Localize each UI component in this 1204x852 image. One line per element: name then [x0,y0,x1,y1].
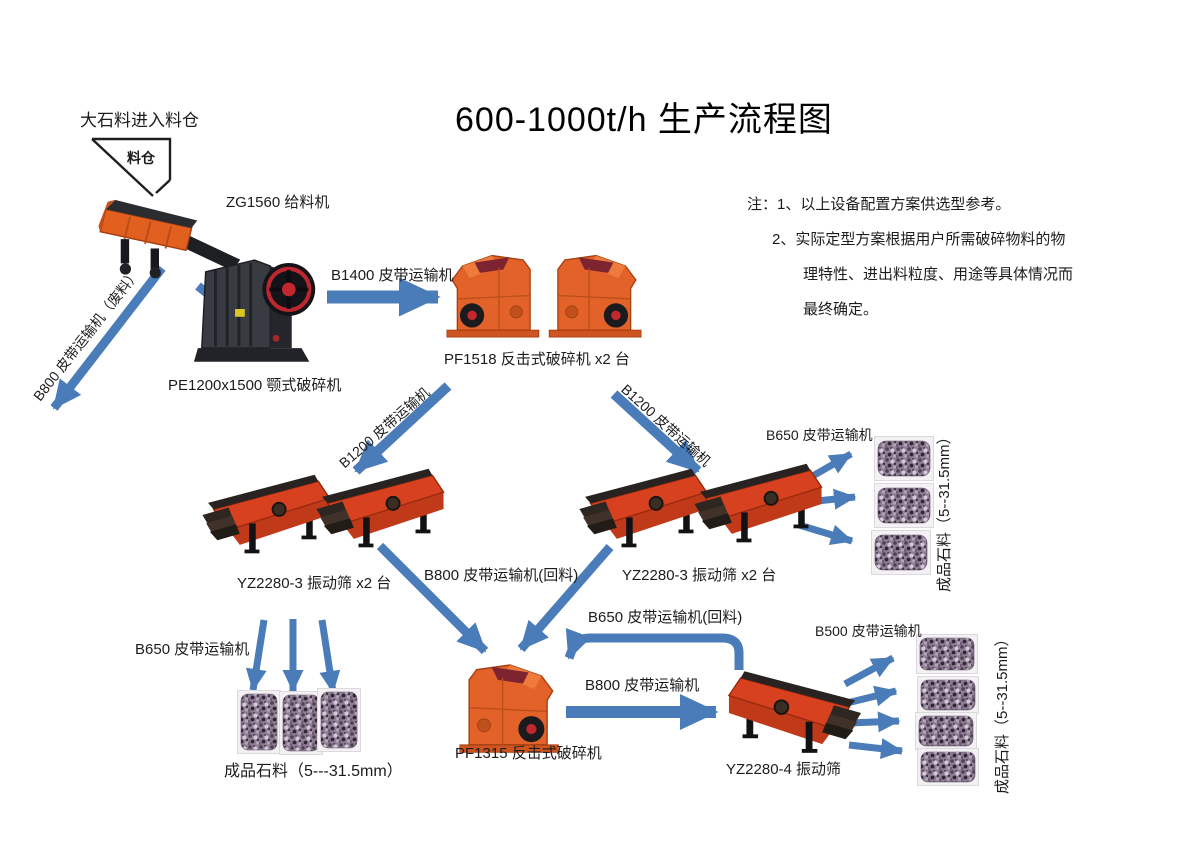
arrow-b500-3 [848,711,901,733]
screen-yz2280-4-illustration [727,668,863,758]
stone-pile-top-right-1 [874,436,934,481]
arrow-b800-return-left [376,542,489,655]
screen-yz2280-4-label: YZ2280-4 振动筛 [726,761,842,778]
screens-left-label: YZ2280-3 振动筛 x2 台 [237,575,392,592]
note-line-3: 理特性、进出料粒度、用途等具体情况而 [803,266,1074,283]
arrow-b500-1 [843,654,895,688]
note-line-2: 2、实际定型方案根据用户所需破碎物料的物 [772,231,1066,248]
intake-label: 大石料进入料仓 [80,111,199,130]
stone-pile-bottom-left-2 [279,691,323,755]
note-line-1: 注：1、以上设备配置方案供选型参考。 [747,196,1011,213]
conveyor-b800-to-screen-label: B800 皮带运输机 [585,677,700,694]
impact-crusher-pf1315-illustration [452,652,568,756]
stone-pile-bottom-right-3 [915,712,977,750]
jaw-crusher-illustration [192,246,324,370]
impact-crusher-pf1315-label: PF1315 反击式破碎机 [455,745,602,762]
stone-pile-top-right-3 [871,530,931,575]
jaw-crusher-label: PE1200x1500 颚式破碎机 [168,377,342,394]
hopper-outline [91,137,172,197]
impact-crusher-pf1518-right-illustration [544,240,648,344]
product-bottom-right-label: 成品石料（5--31.5mm） [994,631,1011,794]
conveyor-b650-right-label: B650 皮带运输机 [766,427,873,443]
arrow-b1200-left [352,382,452,475]
stone-pile-bottom-left-3 [317,688,361,752]
conveyor-b1400-label: B1400 皮带运输机 [331,267,454,284]
screen-left-1-illustration [200,472,332,558]
stone-pile-bottom-right-4 [917,748,979,786]
arrow-b650-left-1 [245,619,268,692]
impact-crusher-pf1518-label: PF1518 反击式破碎机 x2 台 [444,351,630,368]
arrow-b800-return-right [517,544,614,652]
impact-crusher-pf1518-left-illustration [440,240,544,344]
arrow-b650-return-elbow [564,627,744,670]
hopper-bin-label: 料仓 [127,150,155,166]
arrow-b800-waste [50,265,166,411]
product-top-right-label: 成品石料（5--31.5mm） [936,429,953,592]
screen-right-2-illustration [692,461,824,547]
screen-left-2-illustration [314,466,446,552]
stone-pile-bottom-right-2 [917,676,979,714]
arrow-b1200-right [610,390,702,475]
conveyor-b500-label: B500 皮带运输机 [815,623,922,639]
conveyor-b800-return-label: B800 皮带运输机(回料) [424,567,579,584]
note-line-4: 最终确定。 [803,301,879,318]
screen-right-1-illustration [577,466,709,552]
stone-pile-bottom-right-1 [916,634,978,674]
conveyor-b650-left-label: B650 皮带运输机 [135,641,250,658]
product-left-label: 成品石料（5---31.5mm） [224,763,403,780]
stone-pile-bottom-left-1 [237,690,281,754]
feeder-label: ZG1560 给料机 [226,194,330,211]
screens-right-label: YZ2280-3 振动筛 x2 台 [622,567,777,584]
conveyor-b650-return-label: B650 皮带运输机(回料) [588,609,743,626]
stone-pile-top-right-2 [874,483,934,528]
arrow-b500-2 [846,685,898,707]
arrow-b650-left-3 [318,619,341,694]
page-title: 600-1000t/h 生产流程图 [455,101,833,139]
arrow-b500-4 [848,738,904,760]
